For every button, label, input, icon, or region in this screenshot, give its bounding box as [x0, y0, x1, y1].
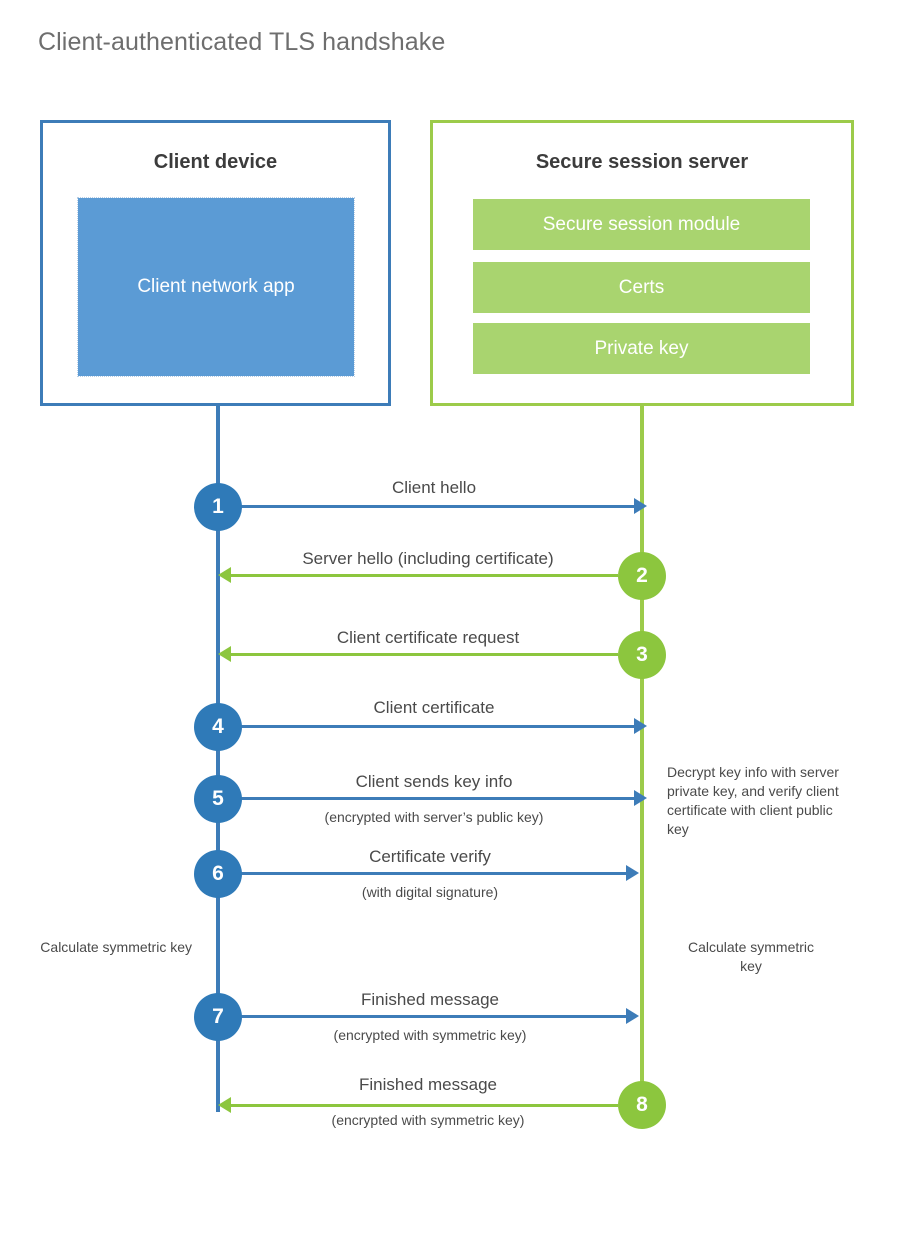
client-device-title: Client device	[153, 151, 278, 173]
step-4-arrow-head	[634, 718, 647, 734]
step-3-marker[interactable]: 3	[618, 631, 666, 679]
step-5-marker[interactable]: 5	[194, 775, 242, 823]
step-5-sublabel: (encrypted with server’s public key)	[324, 809, 544, 825]
step-4-arrow-line	[230, 725, 634, 728]
step-5-arrow-line	[230, 797, 634, 800]
step-8-arrow-line	[231, 1104, 618, 1107]
step-7-arrow-line	[230, 1015, 626, 1018]
step-1-arrow-line	[230, 505, 634, 508]
server-decrypt-note: Decrypt key info with server private key…	[667, 764, 839, 837]
step-3-arrow-head	[218, 646, 231, 662]
step-3-arrow-line	[231, 653, 618, 656]
step-8-label: Finished message	[359, 1075, 497, 1094]
step-1-marker[interactable]: 1	[194, 483, 242, 531]
client-lifeline	[216, 406, 220, 1112]
server-component-secure-session-module: Secure session module	[473, 199, 810, 250]
server-calculate-symmetric-key-note: Calculate symmetric key	[687, 939, 815, 974]
step-7-sublabel: (encrypted with symmetric key)	[333, 1027, 527, 1043]
step-2-label: Server hello (including certificate)	[302, 549, 554, 568]
step-2-arrow-head	[218, 567, 231, 583]
step-1-arrow-head	[634, 498, 647, 514]
server-lifeline	[640, 406, 644, 1106]
step-2-arrow-line	[231, 574, 618, 577]
step-5-arrow-head	[634, 790, 647, 806]
step-6-arrow-line	[230, 872, 626, 875]
step-6-label: Certificate verify	[369, 847, 491, 866]
client-device-box: Client device Client network app	[40, 120, 391, 406]
client-calculate-symmetric-key-note: Calculate symmetric key	[40, 939, 192, 955]
step-7-marker[interactable]: 7	[194, 993, 242, 1041]
step-4-marker[interactable]: 4	[194, 703, 242, 751]
step-8-sublabel: (encrypted with symmetric key)	[331, 1112, 525, 1128]
server-component-private-key: Private key	[473, 323, 810, 374]
server-component-certs: Certs	[473, 262, 810, 313]
step-2-marker[interactable]: 2	[618, 552, 666, 600]
client-network-app-block: Client network app	[77, 197, 355, 377]
page-title: Client-authenticated TLS handshake	[38, 28, 446, 56]
step-4-label: Client certificate	[373, 698, 495, 717]
step-5-label: Client sends key info	[355, 772, 513, 791]
step-7-arrow-head	[626, 1008, 639, 1024]
step-6-marker[interactable]: 6	[194, 850, 242, 898]
step-3-label: Client certificate request	[336, 628, 520, 647]
step-8-arrow-head	[218, 1097, 231, 1113]
step-1-label: Client hello	[391, 478, 477, 497]
step-6-sublabel: (with digital signature)	[361, 884, 499, 900]
step-8-marker[interactable]: 8	[618, 1081, 666, 1129]
step-6-arrow-head	[626, 865, 639, 881]
step-7-label: Finished message	[361, 990, 499, 1009]
secure-session-server-box: Secure session server Secure session mod…	[430, 120, 854, 406]
secure-session-server-title: Secure session server	[535, 151, 749, 173]
